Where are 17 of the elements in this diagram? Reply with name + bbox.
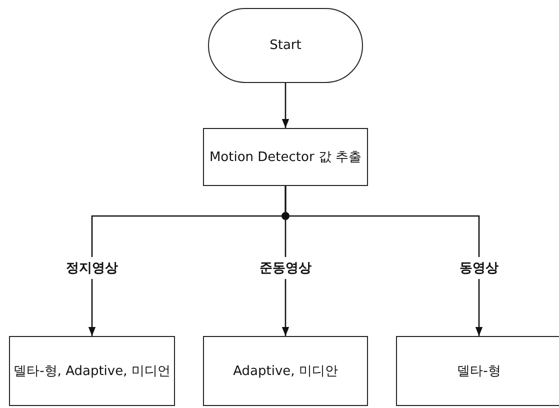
branch-label: 정지영상: [66, 260, 118, 277]
node-label: 델타-형: [457, 363, 501, 380]
node-label: Motion Detector 값 추출: [209, 149, 362, 166]
branch-label: 동영상: [460, 260, 498, 277]
process-box: [203, 336, 368, 406]
process-box: [396, 336, 559, 406]
node-label: Adaptive, 미디안: [233, 363, 338, 380]
branch-label: 준동영상: [260, 260, 312, 277]
node-label: 델타-형, Adaptive, 미디언: [14, 363, 170, 380]
arrow: [282, 279, 290, 336]
arrow: [88, 279, 96, 336]
node-label: Start: [270, 38, 302, 53]
process-box: [9, 336, 175, 406]
process-box: [203, 128, 368, 186]
arrow: [475, 279, 483, 336]
arrow: [282, 83, 290, 128]
connector-line: [284, 186, 480, 257]
